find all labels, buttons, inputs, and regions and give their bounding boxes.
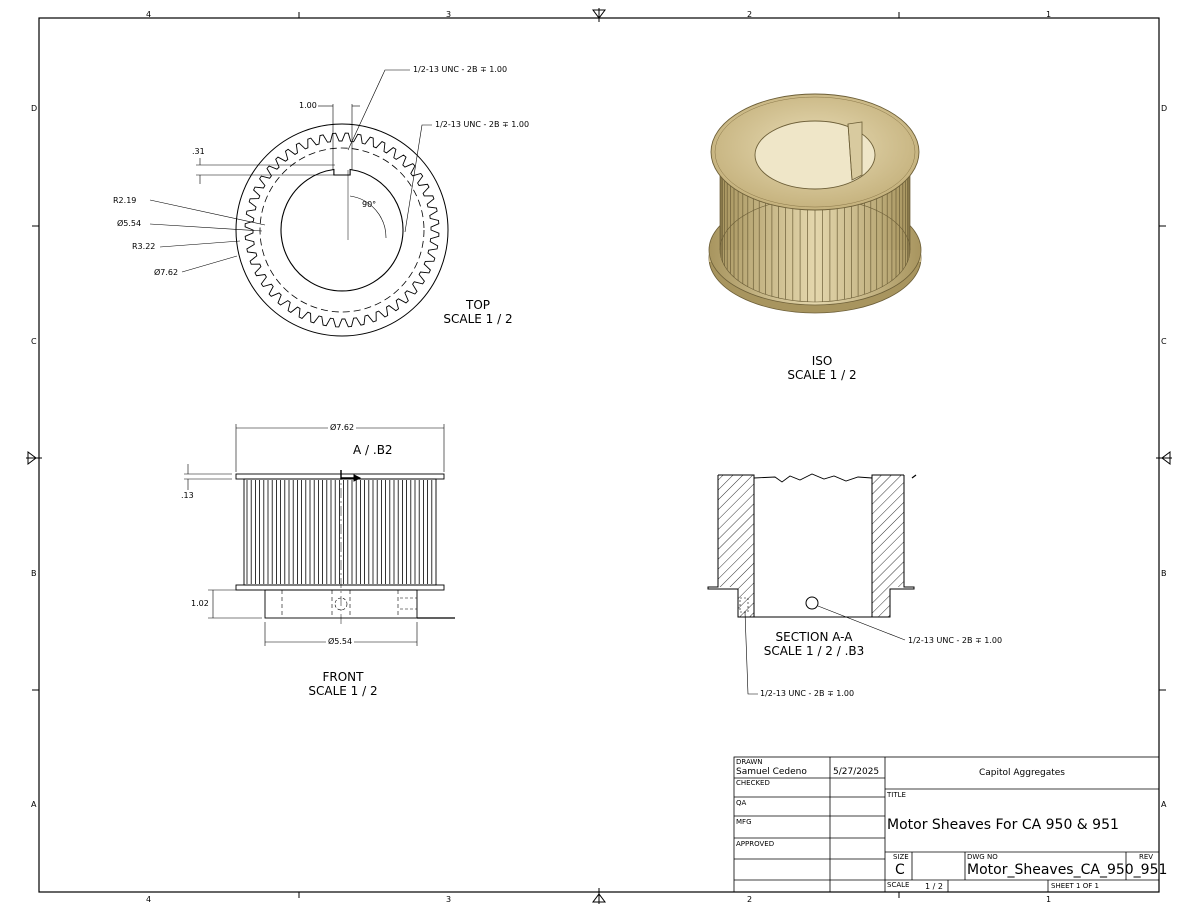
zone-label-left-a: A [31,800,37,809]
top-dim-dia762: Ø7.62 [154,268,179,277]
top-callout-thread-2: 1/2-13 UNC - 2B ∓ 1.00 [435,120,530,129]
tb-drawn-date: 5/27/2025 [833,767,880,777]
zone-label-right-a: A [1161,800,1167,809]
tb-scale-value: 1 / 2 [925,882,943,891]
zone-label-left-d: D [31,104,38,113]
section-callout-thread-1: 1/2-13 UNC - 2B ∓ 1.00 [908,636,1003,645]
bore-with-keyway [280,168,404,292]
top-dim-dia554: Ø5.54 [117,219,142,228]
tb-drawn-label: DRAWN [736,758,763,766]
center-marks [26,8,1172,904]
iso-teeth [719,152,911,302]
zone-label-left-b: B [31,569,37,578]
zone-label-top-3: 3 [446,10,452,19]
tb-approved-label: APPROVED [736,840,775,848]
zone-label-top-4: 4 [146,10,152,19]
tb-checked-label: CHECKED [736,779,770,787]
iso-view-title: ISO SCALE 1 / 2 [787,354,857,382]
tb-dwg-no-label: DWG NO [967,853,998,861]
title-block-grid [733,756,1160,893]
front-view-title: FRONT SCALE 1 / 2 [308,670,378,698]
zone-label-right-d: D [1161,104,1168,113]
zone-label-bottom-2: 2 [747,895,753,904]
tb-rev-label: REV [1139,853,1154,861]
tb-drawn-by: Samuel Cedeno [736,767,807,777]
tb-scale-label: SCALE [887,881,910,889]
section-view-title: SECTION A-A SCALE 1 / 2 / .B3 [763,630,865,658]
tb-size-value: C [895,862,905,878]
top-dim-r322: R3.22 [132,242,156,251]
zone-label-bottom-3: 3 [446,895,452,904]
top-dim-width: 1.00 [299,101,317,110]
front-teeth-lines [246,480,433,584]
front-dim-dia762: Ø7.62 [328,423,357,432]
tb-sheet: SHEET 1 OF 1 [1051,882,1099,890]
zone-label-right-c: C [1161,337,1167,346]
tb-drawing-title: Motor Sheaves For CA 950 & 951 [887,817,1119,833]
front-section-ref: A / .B2 [353,443,393,457]
tb-mfg-label: MFG [736,818,752,826]
top-callout-thread-1: 1/2-13 UNC - 2B ∓ 1.00 [413,65,508,74]
zone-label-right-b: B [1161,569,1167,578]
front-dim-hub-height: 1.02 [191,599,209,608]
front-view-drawing [184,424,455,646]
top-dim-angle: 90° [362,200,377,209]
sheet-border [32,12,1166,898]
front-dim-flange-thickness: .13 [181,491,194,500]
top-dim-keyway-depth: .31 [192,147,205,156]
tb-company-name: Capitol Aggregates [978,768,1065,778]
top-view-drawing [149,69,449,337]
top-dim-r219: R2.19 [113,196,137,205]
section-callout-thread-2: 1/2-13 UNC - 2B ∓ 1.00 [760,689,855,698]
tb-title-label: TITLE [887,791,906,799]
zone-label-bottom-1: 1 [1046,895,1052,904]
top-view-title: TOP SCALE 1 / 2 [443,298,513,326]
zone-label-left-c: C [31,337,37,346]
front-dim-dia554: Ø5.54 [326,637,355,646]
zone-label-top-1: 1 [1046,10,1052,19]
tb-size-label: SIZE [893,853,909,861]
zone-label-top-2: 2 [747,10,753,19]
zone-label-bottom-4: 4 [146,895,152,904]
iso-view-drawing [708,93,922,314]
tb-qa-label: QA [736,799,747,807]
section-view-drawing [707,473,917,695]
tb-dwg-no: Motor_Sheaves_CA_950_951 [967,862,1168,878]
gear-tooth-profile [244,132,440,328]
